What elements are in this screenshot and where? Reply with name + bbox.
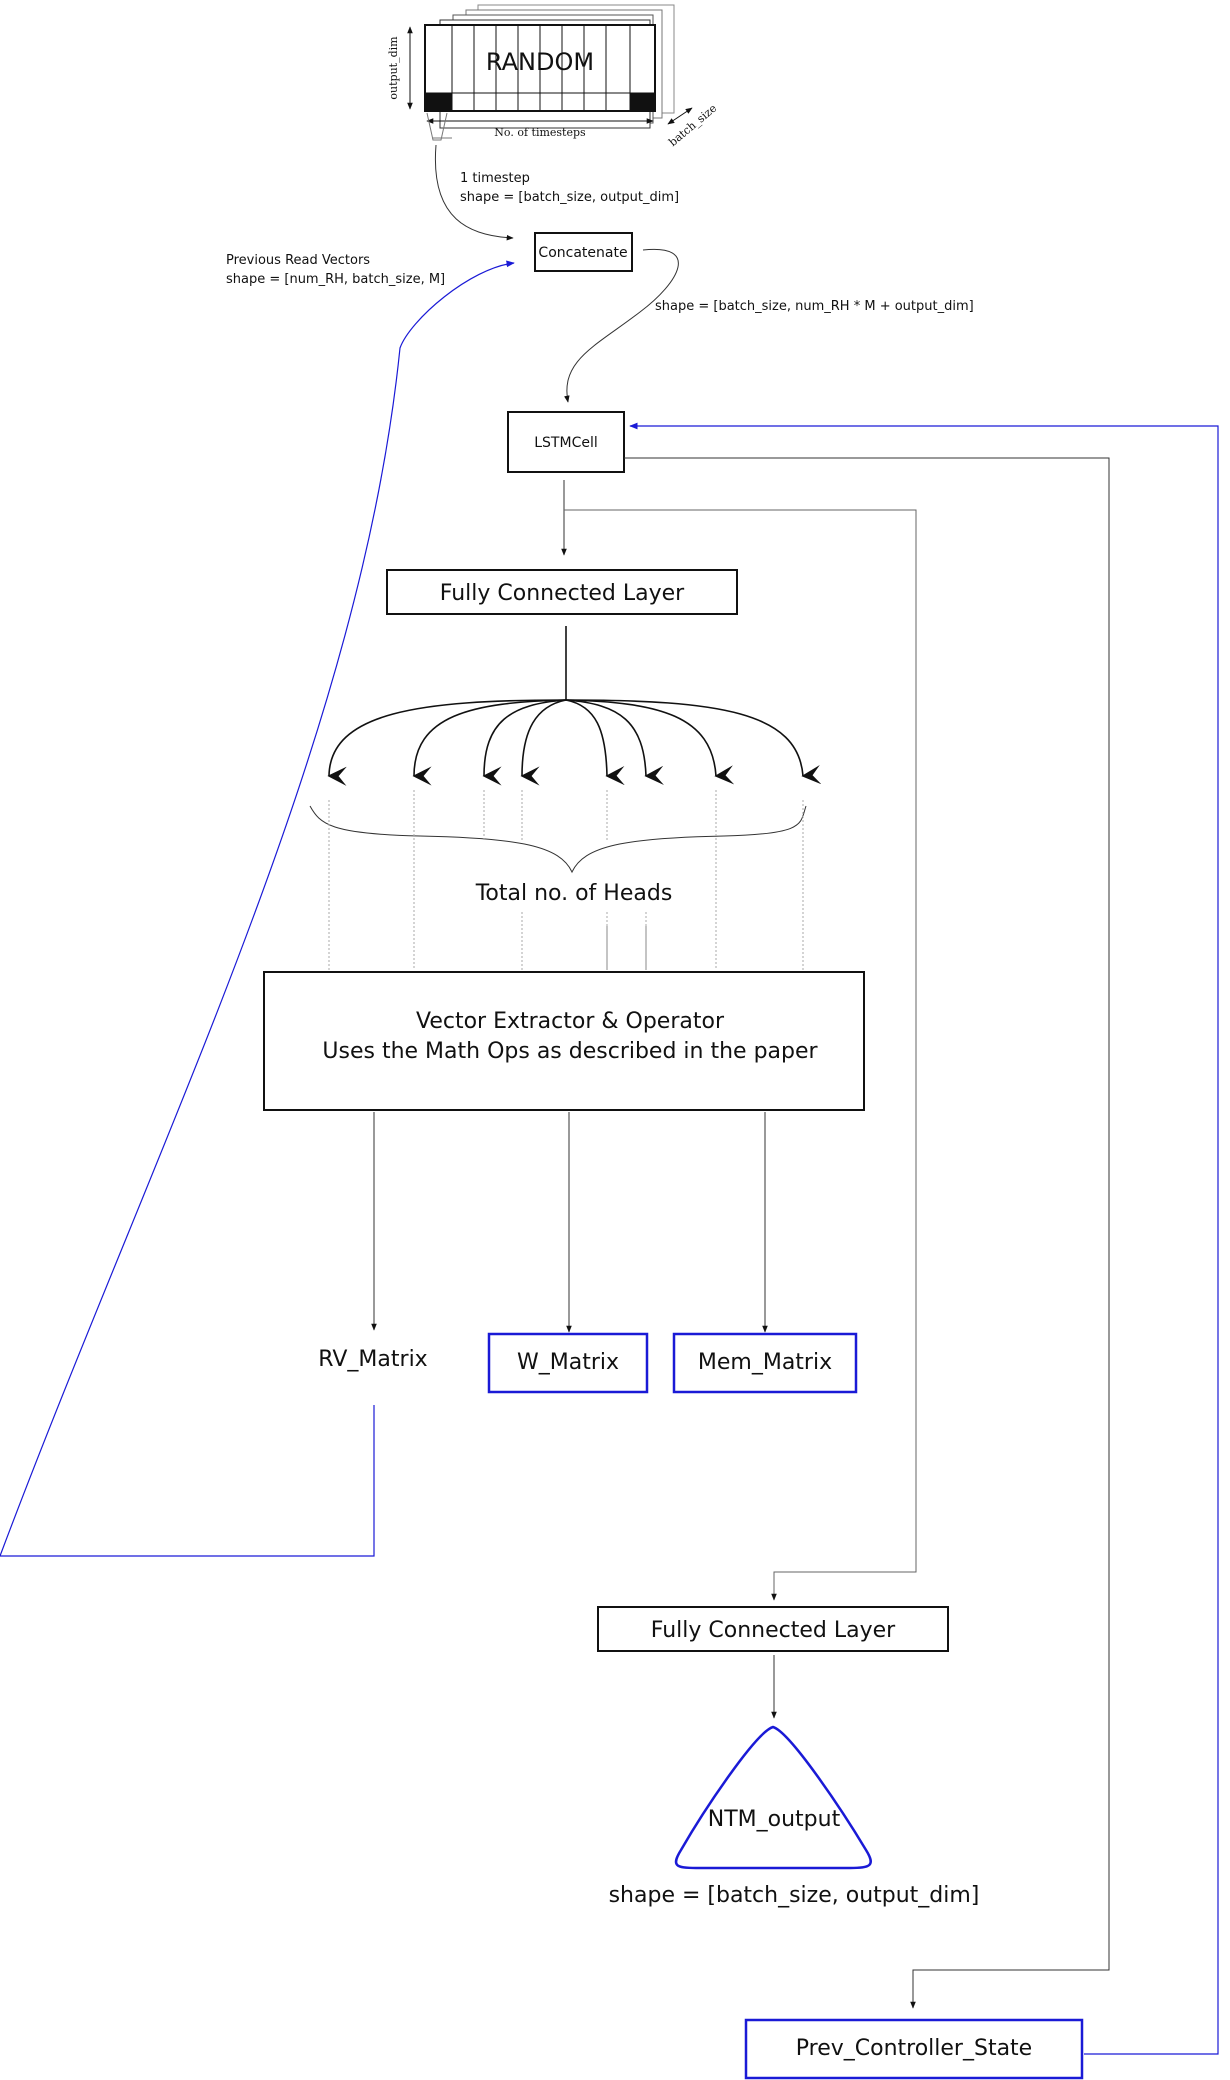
head-arrow-1	[327, 699, 567, 786]
input-tensor: RANDOM output_dim No. of timesteps batch…	[387, 4, 719, 149]
heads-brace	[309, 805, 807, 874]
heads-label: Total no. of Heads	[475, 881, 673, 906]
vector-extractor-node: Vector Extractor & Operator Uses the Mat…	[263, 971, 865, 1111]
ntm-output-label: NTM_output	[708, 1807, 841, 1832]
head-arrow-6	[565, 699, 664, 785]
fc-bottom-label: Fully Connected Layer	[651, 1618, 896, 1643]
lstm-cell-node: LSTMCell	[507, 411, 625, 473]
tensor-label: RANDOM	[486, 48, 594, 76]
heads-fan-out	[327, 626, 822, 786]
mem-matrix-node: Mem_Matrix	[672, 1332, 858, 1394]
head-arrow-8	[565, 699, 822, 785]
prev-state-feedback-arrow	[629, 422, 1219, 2055]
batch-size-arrow	[667, 107, 693, 125]
timestep-annotation-line1: 1 timestep	[460, 171, 530, 186]
prev-controller-state-node: Prev_Controller_State	[744, 2018, 1084, 2080]
rv-feedback-arrow	[0, 260, 515, 1557]
rv-matrix-label: RV_Matrix	[318, 1347, 427, 1372]
prev-controller-state-label: Prev_Controller_State	[796, 2036, 1032, 2061]
extractor-line1: Vector Extractor & Operator	[416, 1009, 725, 1034]
lstm-to-fc-bottom-arrow	[564, 509, 917, 1601]
ntm-output-shape-label: shape = [batch_size, output_dim]	[609, 1883, 980, 1908]
prev-read-annotation-line1: Previous Read Vectors	[226, 253, 370, 268]
head-arrow-7	[565, 699, 735, 785]
tensor-last-cell	[630, 93, 655, 111]
head-arrow-3	[482, 699, 567, 786]
lstm-cell-label: LSTMCell	[534, 435, 598, 451]
prev-read-annotation-line2: shape = [num_RH, batch_size, M]	[226, 272, 445, 287]
concat-shape-label: shape = [batch_size, num_RH * M + output…	[655, 299, 974, 314]
fc-top-node: Fully Connected Layer	[386, 569, 738, 615]
timestep-tap	[426, 112, 448, 141]
concatenate-node: Concatenate	[534, 232, 633, 272]
extractor-line2: Uses the Math Ops as described in the pa…	[322, 1039, 818, 1064]
output-dim-label: output_dim	[387, 36, 400, 100]
tensor-first-cell	[425, 93, 452, 111]
concat-to-lstm-arrow	[564, 248, 679, 403]
head-arrow-5	[565, 699, 625, 786]
head-drop-lines	[328, 790, 804, 970]
ntm-output-node: NTM_output	[674, 1725, 872, 1870]
concatenate-label: Concatenate	[538, 245, 627, 261]
mem-matrix-label: Mem_Matrix	[698, 1350, 832, 1375]
fc-top-label: Fully Connected Layer	[440, 581, 685, 606]
w-matrix-label: W_Matrix	[517, 1350, 619, 1375]
w-matrix-node: W_Matrix	[487, 1332, 649, 1394]
head-arrow-4	[520, 699, 567, 786]
lstm-to-prev-state-arrow	[624, 457, 1110, 2009]
timestep-annotation-line2: shape = [batch_size, output_dim]	[460, 190, 679, 205]
head-arrow-2	[412, 699, 567, 786]
timestep-to-concat-arrow	[434, 144, 514, 241]
fc-bottom-node: Fully Connected Layer	[597, 1606, 949, 1652]
timesteps-label: No. of timesteps	[494, 126, 586, 139]
